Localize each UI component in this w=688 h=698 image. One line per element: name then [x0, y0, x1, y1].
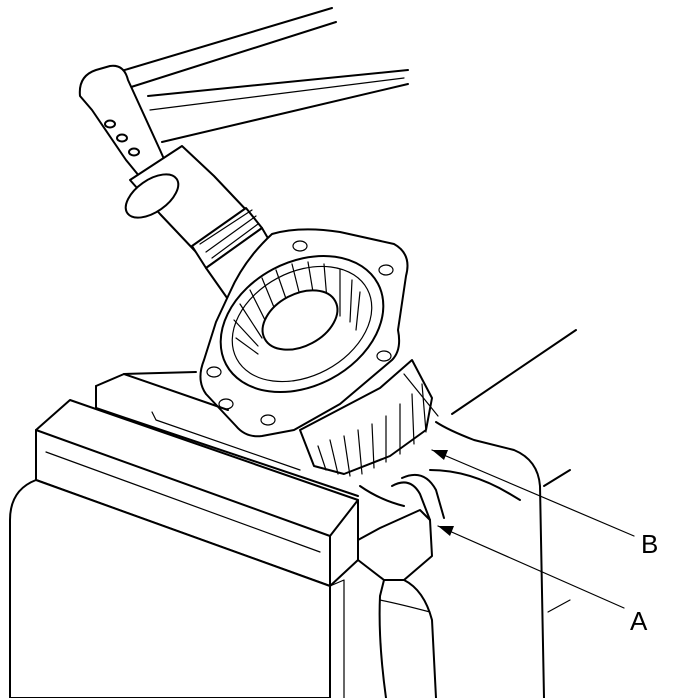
leader-a	[437, 525, 625, 609]
bearing-housing	[199, 228, 409, 438]
leader-b	[431, 449, 635, 537]
frame-plate	[95, 371, 359, 497]
gear	[299, 359, 439, 477]
bracket	[357, 329, 577, 698]
hook-tool	[359, 474, 445, 521]
callout-a: A	[630, 606, 648, 636]
upper-rail	[117, 7, 409, 143]
callout-b: B	[641, 529, 658, 559]
